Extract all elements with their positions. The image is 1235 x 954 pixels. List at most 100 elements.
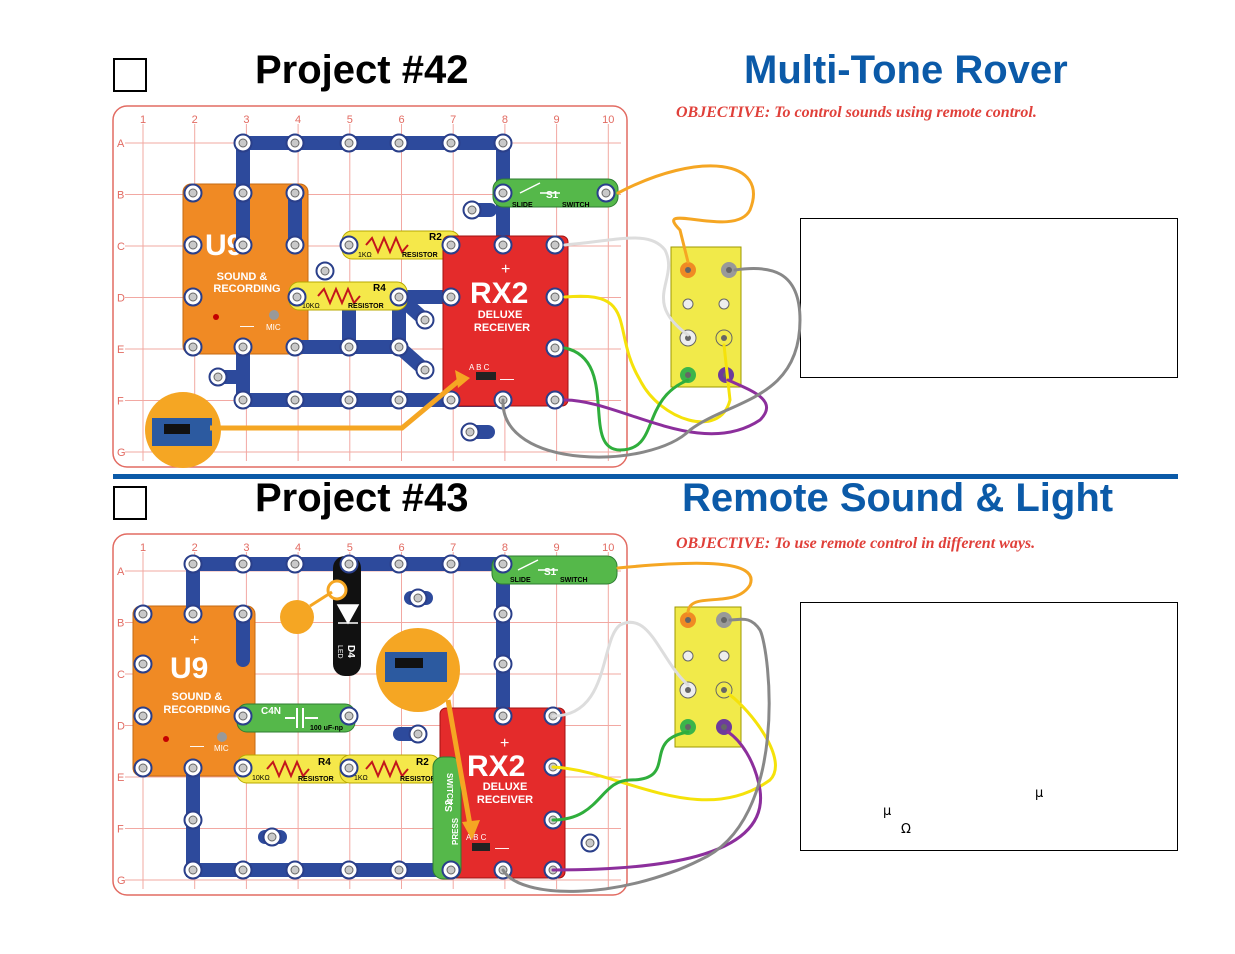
snap-connector: [133, 706, 153, 726]
grid-column-label: 1: [140, 542, 146, 554]
project-43-objective: OBJECTIVE: To use remote control in diff…: [676, 535, 1036, 552]
svg-text:SWITCH: SWITCH: [562, 202, 590, 209]
snap-connector: [389, 860, 409, 880]
svg-text:SOUND &: SOUND &: [217, 271, 268, 283]
snap-connector: [233, 183, 253, 203]
slide-switch-s1: S1 SLIDE SWITCH: [492, 178, 619, 209]
grid-column-label: 3: [243, 114, 249, 126]
svg-text:10KΩ: 10KΩ: [302, 303, 320, 310]
snap-connector: [233, 337, 253, 357]
jumper-wires-42: [501, 164, 802, 459]
snap-connector: [441, 133, 461, 153]
snap-connector: [339, 706, 359, 726]
snap-connector: [287, 287, 307, 307]
grid-row-label: C: [117, 669, 125, 681]
grid-column-label: 6: [398, 542, 404, 554]
snap-connector: [233, 554, 253, 574]
snap-connector: [133, 654, 153, 674]
snap-connector: [339, 337, 359, 357]
grid-column-label: 6: [398, 114, 404, 126]
snap-connector: [285, 390, 305, 410]
svg-text:1KΩ: 1KΩ: [354, 775, 368, 782]
snap-connector: [580, 833, 600, 853]
grid-column-label: 4: [295, 542, 301, 554]
grid-column-label: 7: [450, 114, 456, 126]
grid-row-label: D: [117, 721, 125, 733]
snap-connector: [339, 235, 359, 255]
snap-connector: [315, 261, 335, 281]
snap-connector: [408, 588, 428, 608]
snap-connector: [389, 133, 409, 153]
grid-column-label: 5: [347, 542, 353, 554]
svg-text:RECEIVER: RECEIVER: [477, 794, 533, 806]
snap-connector: [389, 337, 409, 357]
svg-text:1KΩ: 1KΩ: [358, 252, 372, 259]
snap-connector: [233, 390, 253, 410]
snap-connector: [233, 758, 253, 778]
snap-connector: [415, 310, 435, 330]
rx2-deluxe-receiver: + RX2 DELUXE RECEIVER A B C —: [442, 235, 569, 407]
project-43-checkbox[interactable]: [113, 486, 147, 520]
snap-connector: [460, 422, 480, 442]
grid-column-label: 8: [502, 114, 508, 126]
grid-column-label: 9: [554, 542, 560, 554]
svg-text:—: —: [240, 317, 254, 333]
snap-connector: [183, 287, 203, 307]
jumper-wires-43: [501, 561, 777, 893]
snap-connector: [183, 183, 203, 203]
svg-text:RECEIVER: RECEIVER: [474, 322, 530, 334]
micro-symbol: μ: [1035, 786, 1044, 801]
project-42-number: Project #42: [255, 48, 469, 92]
svg-text:RESISTOR: RESISTOR: [400, 776, 436, 783]
snap-connector: [183, 604, 203, 624]
grid-column-label: 4: [295, 114, 301, 126]
snap-connector: [285, 235, 305, 255]
project-42-checkbox[interactable]: [113, 58, 147, 92]
svg-text:—: —: [495, 839, 509, 855]
snap-connector: [415, 360, 435, 380]
snap-connector: [233, 235, 253, 255]
snap-connector: [596, 183, 616, 203]
svg-text:SLIDE: SLIDE: [512, 202, 533, 209]
svg-text:R4: R4: [373, 283, 386, 294]
svg-text:A B C: A B C: [466, 833, 487, 842]
snap-connector: [545, 235, 565, 255]
snap-connector: [493, 133, 513, 153]
grid-row-label: A: [117, 138, 125, 150]
snap-connector: [285, 554, 305, 574]
resistor-r2: R2 1KΩ RESISTOR: [341, 230, 461, 260]
svg-text:SWITCH: SWITCH: [560, 577, 588, 584]
snap-connector: [545, 338, 565, 358]
grid-column-label: 3: [243, 542, 249, 554]
svg-text:D4: D4: [345, 645, 356, 658]
grid-column-label: 5: [347, 114, 353, 126]
snap-connector: [285, 133, 305, 153]
resistor-r4: R4 10KΩ RESISTOR: [288, 281, 408, 311]
snap-connector: [233, 133, 253, 153]
svg-text:PRESS: PRESS: [451, 817, 460, 845]
svg-text:—: —: [500, 370, 514, 386]
svg-text:RESISTOR: RESISTOR: [402, 252, 438, 259]
svg-text:RECORDING: RECORDING: [163, 704, 230, 716]
grid-row-label: F: [117, 824, 124, 836]
snap-connector: [183, 860, 203, 880]
svg-text:MIC: MIC: [266, 323, 281, 332]
grid-column-label: 10: [602, 114, 614, 126]
svg-text:RX2: RX2: [470, 277, 528, 310]
grid-row-label: G: [117, 447, 126, 459]
snap-connector: [493, 654, 513, 674]
grid-column-label: 1: [140, 114, 146, 126]
snap-connector: [133, 758, 153, 778]
grid-column-label: 9: [554, 114, 560, 126]
grid-row-label: A: [117, 566, 125, 578]
grid-row-label: F: [117, 396, 124, 408]
grid-row-label: B: [117, 618, 124, 630]
snap-connector: [545, 390, 565, 410]
project-42-objective: OBJECTIVE: To control sounds using remot…: [676, 104, 1037, 121]
snap-connector: [441, 860, 461, 880]
snap-connector: [208, 367, 228, 387]
micro-symbol: μ: [883, 804, 892, 819]
svg-text:+: +: [501, 261, 510, 278]
svg-text:A B C: A B C: [469, 363, 490, 372]
